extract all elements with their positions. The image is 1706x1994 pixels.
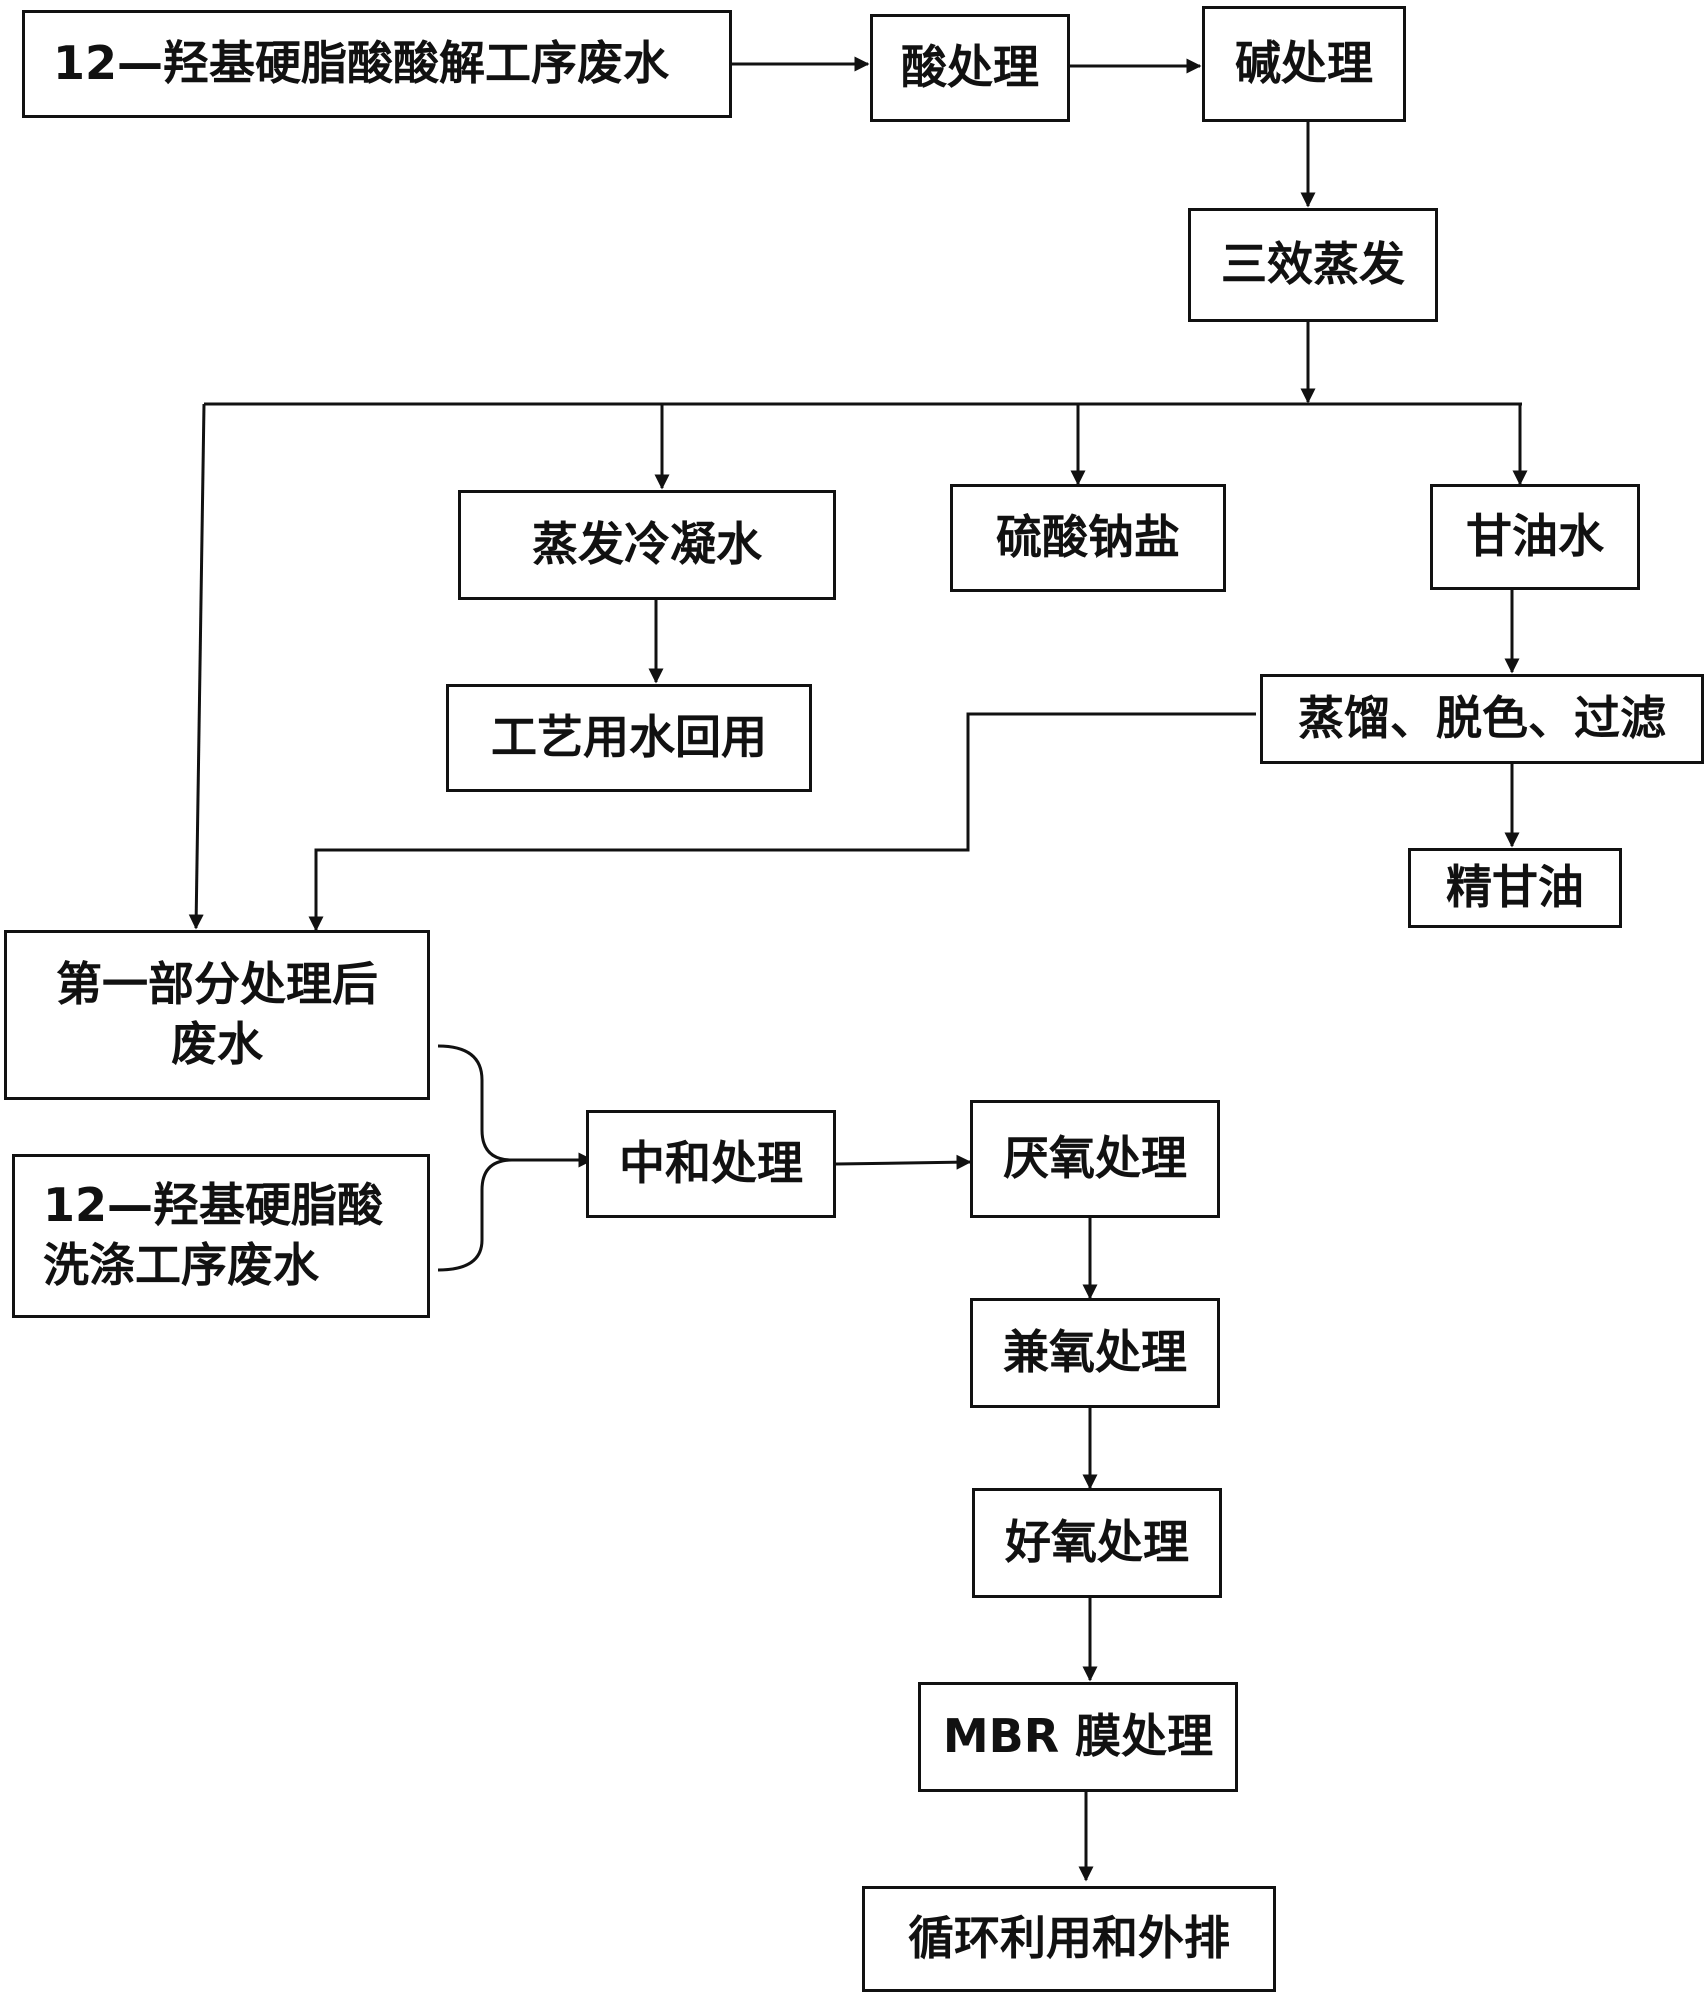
arrow-neutralization-to-anaerobic bbox=[835, 1154, 972, 1170]
mbr-label: MBR 膜处理 bbox=[942, 1709, 1214, 1764]
alkali-treatment-box: 碱处理 bbox=[1202, 6, 1406, 122]
acidolysis-wastewater-label: 12—羟基硬脂酸酸解工序废水 bbox=[53, 36, 670, 91]
recycle-discharge-label: 循环利用和外排 bbox=[908, 1911, 1230, 1966]
washing-wastewater-box: 12—羟基硬脂酸 洗涤工序废水 bbox=[12, 1154, 430, 1318]
triple-evaporation-label: 三效蒸发 bbox=[1221, 237, 1405, 292]
alkali-treatment-label: 碱处理 bbox=[1235, 36, 1373, 91]
evaporation-condensate-label: 蒸发冷凝水 bbox=[532, 517, 762, 572]
sodium-sulfate-label: 硫酸钠盐 bbox=[996, 510, 1180, 565]
acid-treatment-box: 酸处理 bbox=[870, 14, 1070, 122]
mbr-box: MBR 膜处理 bbox=[918, 1682, 1238, 1792]
anoxic-box: 兼氧处理 bbox=[970, 1298, 1220, 1408]
recycle-discharge-box: 循环利用和外排 bbox=[862, 1886, 1276, 1992]
neutralization-box: 中和处理 bbox=[586, 1110, 836, 1218]
refined-glycerin-box: 精甘油 bbox=[1408, 848, 1622, 928]
acidolysis-wastewater-box: 12—羟基硬脂酸酸解工序废水 bbox=[22, 10, 732, 118]
process-water-reuse-box: 工艺用水回用 bbox=[446, 684, 812, 792]
refined-glycerin-label: 精甘油 bbox=[1446, 860, 1584, 915]
anaerobic-box: 厌氧处理 bbox=[970, 1100, 1220, 1218]
glycerin-water-box: 甘油水 bbox=[1430, 484, 1640, 590]
distill-decolor-filter-box: 蒸馏、脱色、过滤 bbox=[1260, 674, 1704, 764]
aerobic-box: 好氧处理 bbox=[972, 1488, 1222, 1598]
neutralization-label: 中和处理 bbox=[619, 1136, 803, 1191]
anoxic-label: 兼氧处理 bbox=[1003, 1325, 1187, 1380]
process-water-reuse-label: 工艺用水回用 bbox=[491, 710, 767, 765]
aerobic-label: 好氧处理 bbox=[1005, 1515, 1189, 1570]
triple-evaporation-box: 三效蒸发 bbox=[1188, 208, 1438, 322]
arrow-distill-residue-to-first-part bbox=[308, 712, 1256, 932]
brace-merge-wastewater bbox=[437, 1044, 513, 1272]
distill-decolor-filter-label: 蒸馏、脱色、过滤 bbox=[1298, 691, 1666, 746]
sodium-sulfate-box: 硫酸钠盐 bbox=[950, 484, 1226, 592]
glycerin-water-label: 甘油水 bbox=[1466, 509, 1604, 564]
washing-wastewater-label-line1: 12—羟基硬脂酸 bbox=[43, 1178, 384, 1233]
first-part-wastewater-label-line2: 废水 bbox=[171, 1017, 263, 1071]
evaporation-condensate-box: 蒸发冷凝水 bbox=[458, 490, 836, 600]
acid-treatment-label: 酸处理 bbox=[901, 40, 1039, 95]
first-part-wastewater-box: 第一部分处理后 废水 bbox=[4, 930, 430, 1100]
anaerobic-label: 厌氧处理 bbox=[1003, 1131, 1187, 1186]
arrow-bus-to-first-part bbox=[188, 403, 206, 930]
washing-wastewater-label-line2: 洗涤工序废水 bbox=[43, 1238, 319, 1292]
first-part-wastewater-label-line1: 第一部分处理后 bbox=[56, 957, 378, 1012]
